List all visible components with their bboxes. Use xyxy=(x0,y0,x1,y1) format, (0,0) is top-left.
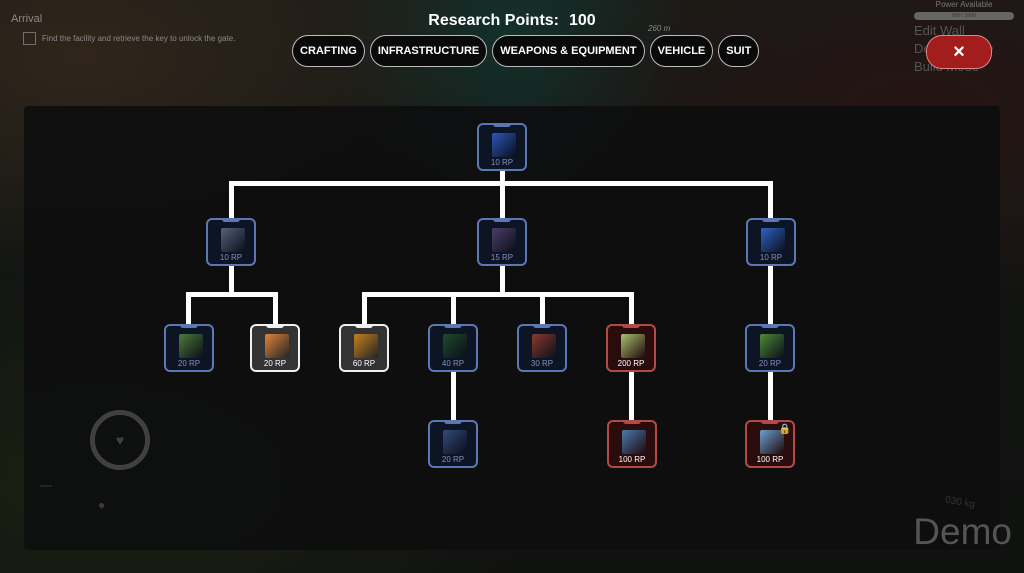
tab-crafting[interactable]: CRAFTING xyxy=(292,35,365,67)
objective-checkbox[interactable] xyxy=(23,32,36,45)
item-icon xyxy=(621,334,645,358)
demo-watermark: Demo xyxy=(913,511,1012,552)
connector xyxy=(768,372,773,420)
tab-suit[interactable]: SUIT xyxy=(718,35,760,67)
item-icon xyxy=(492,228,516,252)
hud-menu-edit-wall: Edit Wall xyxy=(914,23,965,38)
node-cost: 10 RP xyxy=(759,253,783,262)
node-cost: 20 RP xyxy=(177,359,201,368)
connector xyxy=(229,181,773,186)
research-node[interactable]: 200 RP xyxy=(606,324,656,372)
power-bar: 800 / 1000 xyxy=(914,12,1014,20)
connector xyxy=(451,372,456,420)
node-cost: 15 RP xyxy=(490,253,514,262)
close-button[interactable]: × xyxy=(926,35,992,69)
item-icon xyxy=(443,430,467,454)
item-icon xyxy=(443,334,467,358)
connector xyxy=(629,292,634,324)
connector xyxy=(186,292,278,297)
connector xyxy=(768,181,773,218)
node-cost: 200 RP xyxy=(617,359,645,368)
connector xyxy=(500,170,505,218)
research-points-value: 100 xyxy=(569,12,596,29)
connector xyxy=(362,292,367,324)
heart-icon: ♥ xyxy=(115,432,125,448)
node-cost: 20 RP xyxy=(441,455,465,464)
research-node[interactable]: 20 RP xyxy=(428,420,478,468)
item-icon xyxy=(492,133,516,157)
research-node[interactable]: 30 RP xyxy=(517,324,567,372)
connector xyxy=(229,266,234,292)
connector xyxy=(229,181,234,218)
distance-marker: 260 m xyxy=(648,24,671,33)
vitals-hud: ♥ ⎯⎯ ● xyxy=(40,408,160,518)
research-node[interactable]: 🔒 100 RP xyxy=(745,420,795,468)
connector xyxy=(273,292,278,324)
item-icon xyxy=(354,334,378,358)
connector xyxy=(186,292,191,324)
research-node[interactable]: 10 RP xyxy=(206,218,256,266)
objective-panel: Arrival Find the facility and retrieve t… xyxy=(11,13,235,45)
objective-title: Arrival xyxy=(11,13,43,25)
node-cost: 40 RP xyxy=(441,359,465,368)
research-points-header: Research Points: 100 xyxy=(0,12,1024,30)
research-node[interactable]: 20 RP xyxy=(164,324,214,372)
objective-text: Find the facility and retrieve the key t… xyxy=(42,34,236,43)
research-node[interactable]: 60 RP xyxy=(339,324,389,372)
research-node[interactable]: 10 RP xyxy=(746,218,796,266)
item-icon xyxy=(179,334,203,358)
node-cost: 10 RP xyxy=(219,253,243,262)
water-drop-icon: ● xyxy=(98,498,106,512)
research-node[interactable]: 100 RP xyxy=(607,420,657,468)
node-cost: 100 RP xyxy=(756,455,784,464)
item-icon xyxy=(265,334,289,358)
node-cost: 10 RP xyxy=(490,158,514,167)
category-tabs: CRAFTING INFRASTRUCTURE WEAPONS & EQUIPM… xyxy=(292,35,760,67)
lock-icon: 🔒 xyxy=(778,424,791,435)
connector xyxy=(500,266,505,292)
connector xyxy=(540,292,545,324)
research-node-root[interactable]: 10 RP xyxy=(477,123,527,171)
connector xyxy=(451,292,456,324)
node-cost: 60 RP xyxy=(352,359,376,368)
tab-weapons-equipment[interactable]: WEAPONS & EQUIPMENT xyxy=(492,35,645,67)
node-cost: 100 RP xyxy=(618,455,646,464)
connector xyxy=(768,266,773,324)
connector xyxy=(629,372,634,420)
item-icon xyxy=(532,334,556,358)
research-points-label: Research Points: xyxy=(428,12,559,29)
item-icon xyxy=(760,430,784,454)
item-icon xyxy=(221,228,245,252)
item-icon xyxy=(622,430,646,454)
connector xyxy=(362,292,634,297)
research-node[interactable]: 20 RP xyxy=(250,324,300,372)
research-node[interactable]: 40 RP xyxy=(428,324,478,372)
close-icon: × xyxy=(953,40,965,63)
health-ring: ♥ xyxy=(90,410,150,470)
research-node[interactable]: 20 RP xyxy=(745,324,795,372)
tab-vehicle[interactable]: VEHICLE xyxy=(649,35,714,67)
node-cost: 30 RP xyxy=(530,359,554,368)
node-cost: 20 RP xyxy=(263,359,287,368)
research-node[interactable]: 15 RP xyxy=(477,218,527,266)
power-title: Power Available xyxy=(935,0,993,9)
item-icon xyxy=(760,334,784,358)
tab-infrastructure[interactable]: INFRASTRUCTURE xyxy=(369,35,488,67)
item-icon xyxy=(761,228,785,252)
node-cost: 20 RP xyxy=(758,359,782,368)
food-icon: ⎯⎯ xyxy=(40,478,53,492)
